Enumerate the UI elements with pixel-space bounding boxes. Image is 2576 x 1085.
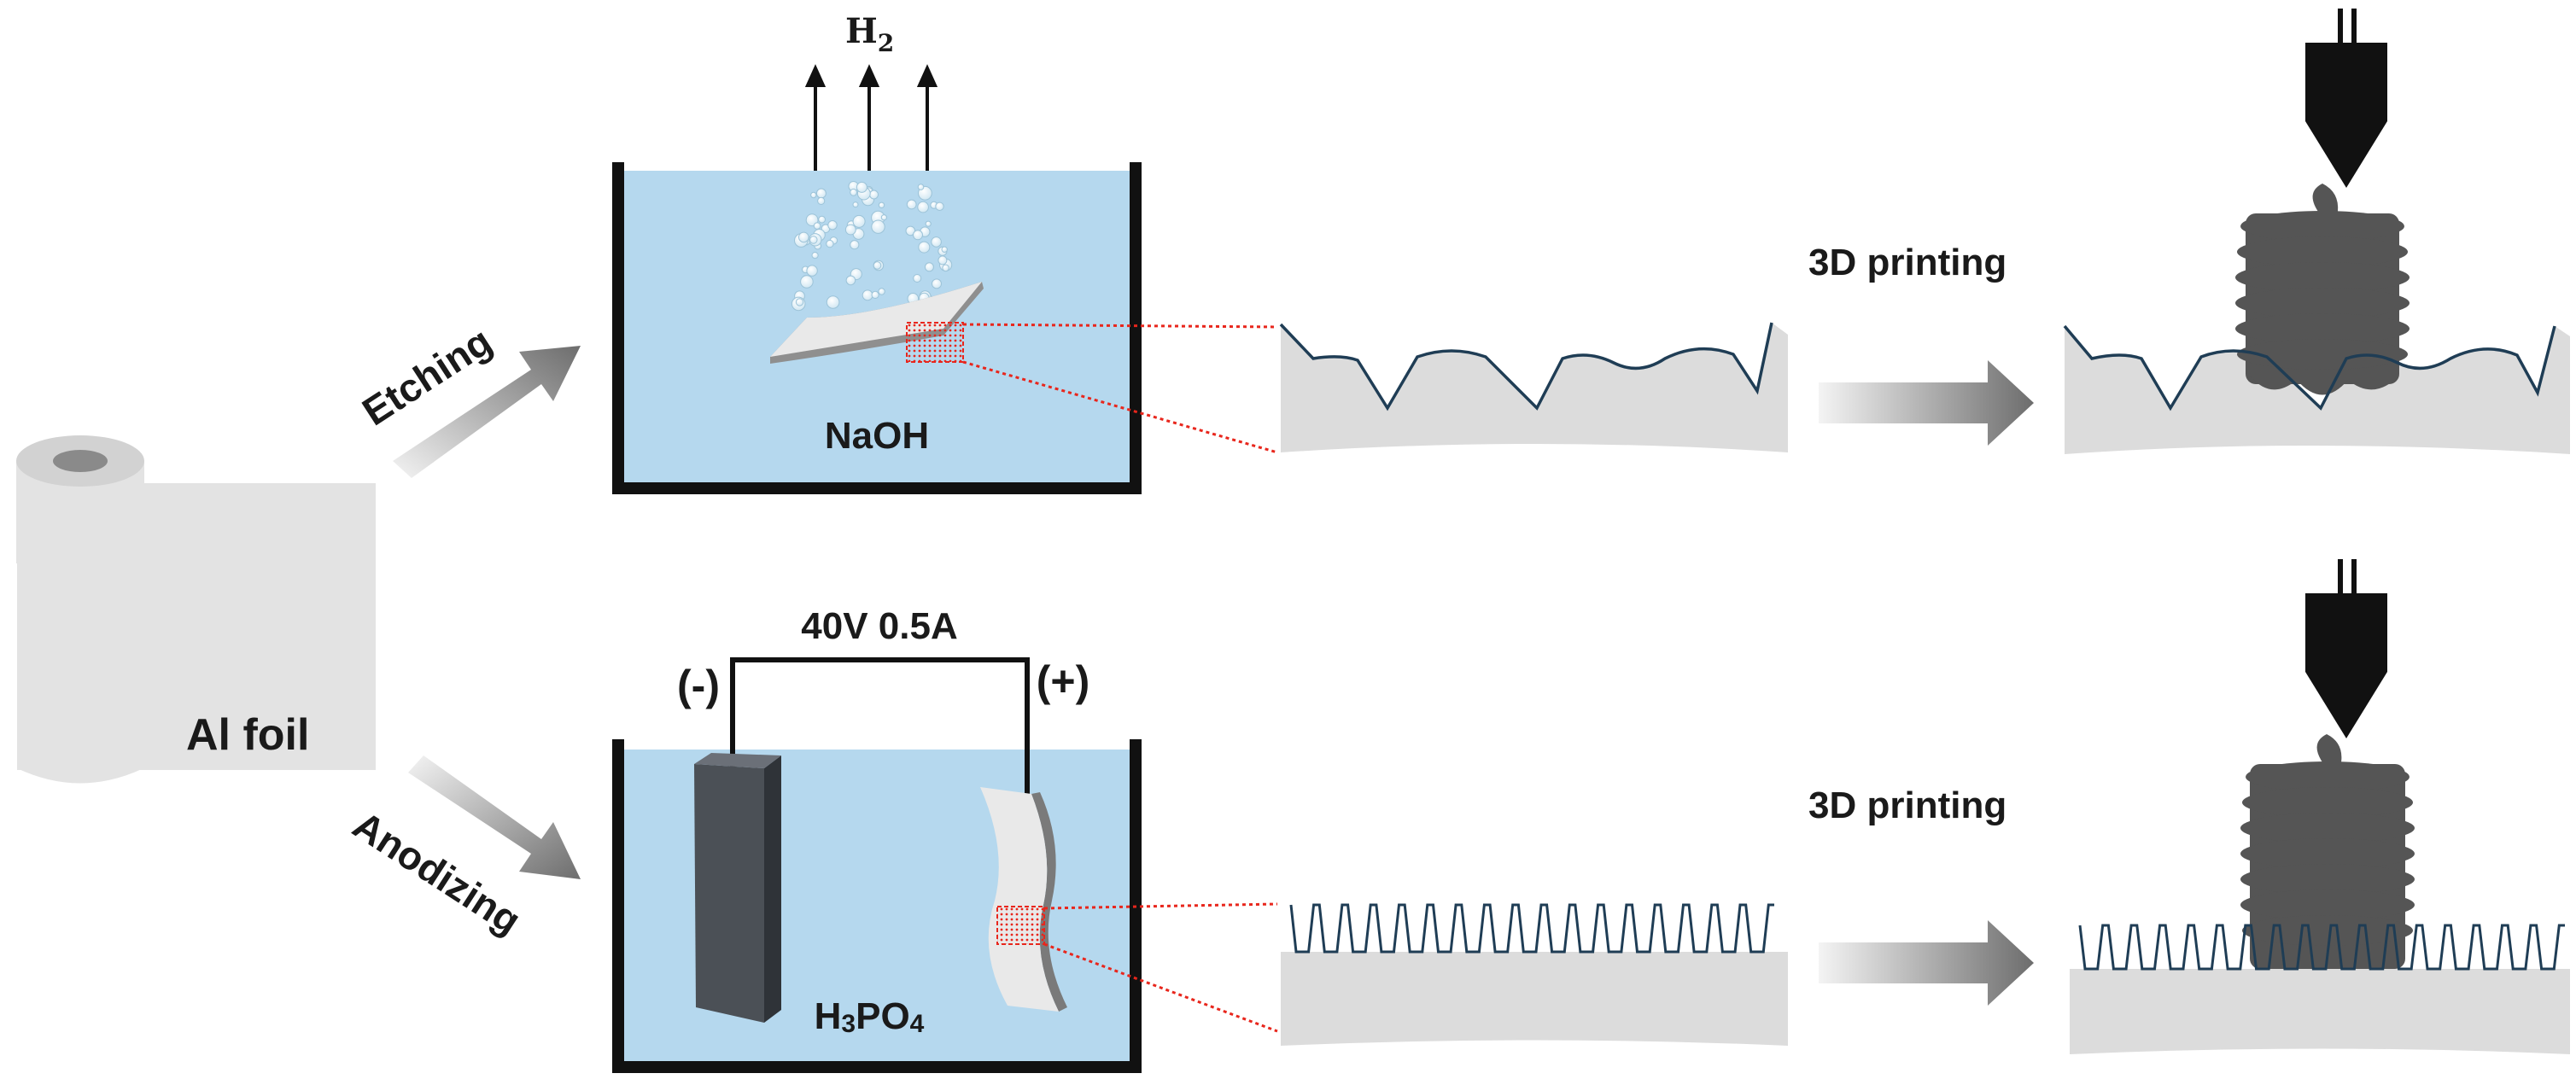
bubble	[844, 224, 856, 236]
zoom-line-top-1	[962, 323, 1278, 329]
anodized-surface-section	[1281, 903, 1788, 1059]
bubble	[795, 298, 804, 306]
bubble	[917, 201, 929, 213]
bubble	[845, 275, 856, 286]
bubble	[810, 191, 817, 199]
bubble	[813, 222, 821, 230]
bubble	[878, 201, 885, 209]
bubble	[924, 262, 934, 272]
zoom-line-bottom-1	[1043, 902, 1278, 910]
printed-part-icon	[2240, 734, 2415, 969]
bubble	[852, 201, 859, 208]
anodizing-arrow	[408, 755, 581, 879]
bubble	[818, 215, 826, 224]
bubble	[871, 290, 879, 299]
bubble	[811, 252, 819, 260]
print-arrow-bottom	[1819, 920, 2034, 1006]
etched-surface-section	[1279, 322, 1788, 452]
bubble	[826, 295, 840, 309]
bubble	[827, 220, 838, 230]
bubble	[852, 214, 866, 228]
zoom-region-top	[906, 322, 964, 363]
bubble	[880, 214, 888, 221]
print-label-top: 3D printing	[1808, 242, 2006, 283]
print-label-bottom: 3D printing	[1808, 785, 2006, 826]
naoh-label: NaOH	[825, 415, 929, 457]
etched-foil-icon	[770, 282, 984, 364]
bubble	[800, 275, 814, 289]
print-arrow-top	[1819, 360, 2034, 446]
foil-roll-icon	[16, 435, 376, 784]
etching-arrow	[393, 346, 581, 478]
bubble	[817, 196, 826, 205]
bubble	[931, 236, 942, 248]
bubble	[913, 230, 923, 241]
cathode-polarity-label: (-)	[677, 662, 720, 709]
printed-result-top	[2063, 9, 2570, 454]
zoom-line-bottom-2	[1043, 942, 1278, 1033]
print-nozzle-icon	[2305, 9, 2387, 188]
bubble	[935, 201, 944, 212]
voltage-label: 40V 0.5A	[801, 605, 957, 647]
bubble	[871, 219, 885, 234]
printed-part-icon	[2235, 184, 2410, 395]
bubble	[917, 184, 925, 190]
bubble	[809, 236, 818, 244]
hydrogen-bubbles	[791, 181, 953, 315]
bubble	[941, 246, 948, 253]
bubble	[925, 220, 932, 227]
bubble	[815, 188, 827, 199]
bubble	[850, 240, 860, 250]
bubble	[942, 264, 949, 272]
bubble	[932, 278, 942, 289]
cathode-plate-icon	[694, 753, 781, 1023]
anode-polarity-label: (+)	[1037, 657, 1090, 705]
circuit-wire	[730, 657, 1030, 807]
bubble	[906, 199, 917, 210]
foil-label: Al foil	[186, 710, 309, 760]
bubble	[826, 239, 834, 248]
bubble	[938, 255, 948, 265]
h2-arrows	[804, 64, 938, 171]
bubble	[798, 231, 809, 243]
bubble	[918, 241, 931, 254]
bubble	[878, 288, 885, 295]
bubble	[862, 289, 873, 301]
printed-result-bottom	[2070, 559, 2570, 1067]
zoom-region-bottom	[996, 906, 1045, 945]
bubble	[913, 274, 922, 283]
bubble	[806, 265, 818, 277]
h3po4-label: H3PO4	[815, 995, 925, 1038]
print-nozzle-icon	[2305, 559, 2387, 738]
anode-foil-icon	[980, 787, 1067, 1012]
h2-label: H2	[845, 11, 894, 57]
bubble	[873, 261, 882, 270]
bubble	[869, 190, 879, 200]
bubble	[850, 188, 857, 196]
bubble	[856, 181, 867, 193]
